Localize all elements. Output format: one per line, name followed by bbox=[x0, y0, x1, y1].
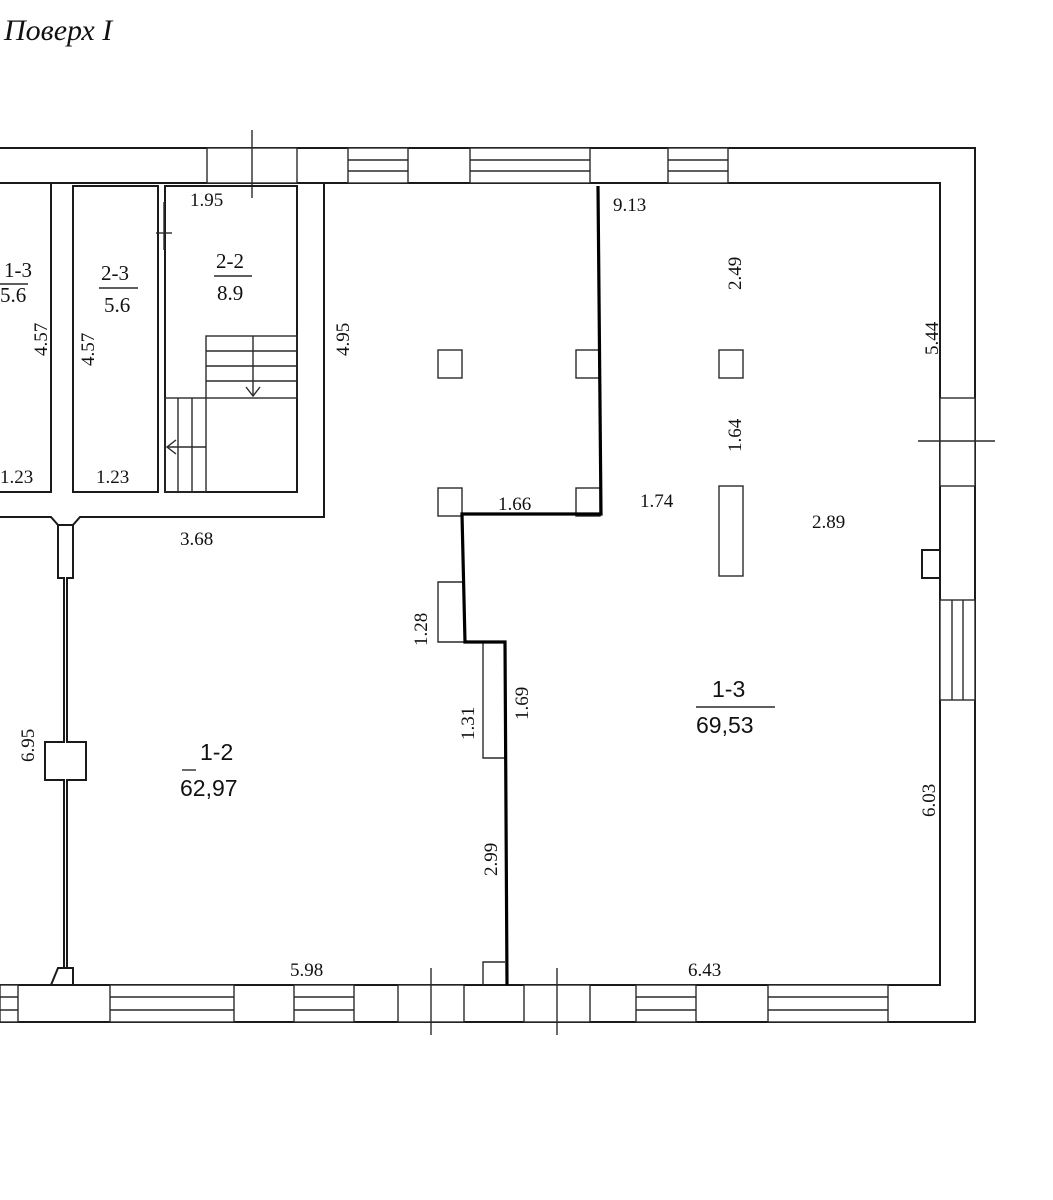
niche bbox=[437, 581, 505, 985]
dim-5-98: 5.98 bbox=[290, 960, 323, 981]
outer-walls bbox=[0, 147, 976, 1023]
room-1-2-id: 1-2 bbox=[200, 739, 233, 765]
room-1-2-area: 62,97 bbox=[180, 775, 238, 801]
dim-1-66: 1.66 bbox=[498, 494, 531, 515]
dim-3-68: 3.68 bbox=[180, 529, 213, 550]
room-2-3-area: 5.6 bbox=[104, 293, 130, 317]
dim-1-23-b: 1.23 bbox=[96, 467, 129, 488]
interior-walls bbox=[0, 183, 325, 986]
dim-9-13: 9.13 bbox=[613, 195, 646, 216]
dim-6-95: 6.95 bbox=[18, 729, 39, 762]
dim-4-57-b: 4.57 bbox=[78, 333, 99, 366]
dim-1-64: 1.64 bbox=[725, 418, 746, 452]
unit-divider bbox=[460, 185, 603, 986]
dim-1-95: 1.95 bbox=[190, 190, 223, 211]
dim-2-99: 2.99 bbox=[481, 843, 502, 876]
dim-1-23-a: 1.23 bbox=[0, 467, 33, 488]
dim-1-69: 1.69 bbox=[512, 687, 533, 720]
dim-2-89: 2.89 bbox=[812, 512, 845, 533]
right-openings bbox=[918, 397, 995, 701]
dim-6-43: 6.43 bbox=[688, 960, 721, 981]
room-1-3-area: 69,53 bbox=[696, 712, 754, 738]
small-rooms bbox=[0, 182, 298, 493]
dim-2-49: 2.49 bbox=[725, 257, 746, 290]
dim-6-03: 6.03 bbox=[919, 784, 940, 817]
room-2-2-id: 2-2 bbox=[216, 249, 244, 273]
room-labels: 1-3 5.6 2-3 5.6 2-2 8.9 1-2 62,97 1-3 69… bbox=[0, 249, 775, 801]
room-2-2-area: 8.9 bbox=[217, 281, 243, 305]
dim-1-74: 1.74 bbox=[640, 491, 674, 512]
bottom-windows bbox=[0, 968, 889, 1035]
room-1-3-left-id: 1-3 bbox=[4, 258, 32, 282]
dim-4-57-a: 4.57 bbox=[31, 323, 52, 356]
dim-1-28: 1.28 bbox=[411, 613, 432, 646]
dimension-labels: 4.57 4.57 1.23 1.23 1.95 4.95 3.68 9.13 … bbox=[0, 190, 943, 981]
top-windows bbox=[206, 130, 729, 198]
room-1-3-id: 1-3 bbox=[712, 676, 745, 702]
room-2-3-id: 2-3 bbox=[101, 261, 129, 285]
floor-title: Поверх I bbox=[3, 14, 114, 47]
columns bbox=[437, 349, 744, 577]
room-1-3-left-area: 5.6 bbox=[0, 283, 26, 307]
dim-4-95: 4.95 bbox=[333, 323, 354, 356]
dim-5-44: 5.44 bbox=[922, 321, 943, 355]
dim-1-31: 1.31 bbox=[458, 707, 479, 740]
